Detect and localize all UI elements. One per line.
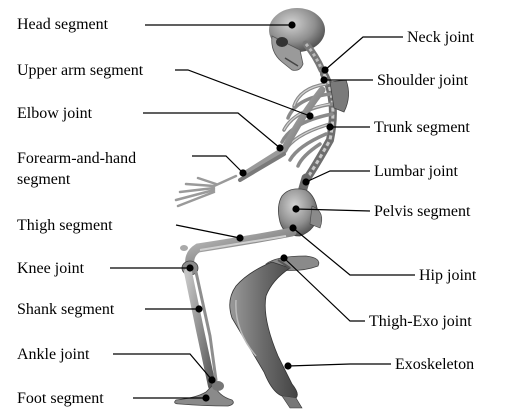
label-lumbar-joint: Lumbar joint bbox=[374, 162, 458, 181]
neck-vertebrae bbox=[306, 44, 322, 70]
label-elbow-joint: Elbow joint bbox=[17, 104, 92, 123]
label-shoulder-joint: Shoulder joint bbox=[377, 71, 468, 90]
label-thigh-exo-joint: Thigh-Exo joint bbox=[369, 312, 472, 331]
forearm bbox=[240, 150, 284, 180]
label-upper-arm-segment: Upper arm segment bbox=[17, 61, 143, 80]
foot-bones bbox=[175, 381, 234, 406]
label-forearm-hand-line2: segment bbox=[17, 170, 70, 189]
label-hip-joint: Hip joint bbox=[419, 266, 476, 285]
label-forearm-hand-line1: Forearm-and-hand bbox=[17, 149, 136, 168]
label-thigh-segment: Thigh segment bbox=[17, 216, 113, 235]
label-head-segment: Head segment bbox=[17, 15, 108, 34]
hand bbox=[176, 176, 236, 206]
label-shank-segment: Shank segment bbox=[17, 300, 114, 319]
label-trunk-segment: Trunk segment bbox=[374, 118, 470, 137]
label-neck-joint: Neck joint bbox=[407, 28, 474, 47]
label-pelvis-segment: Pelvis segment bbox=[374, 202, 470, 221]
label-knee-joint: Knee joint bbox=[17, 259, 84, 278]
label-exoskeleton: Exoskeleton bbox=[395, 355, 474, 374]
label-foot-segment: Foot segment bbox=[17, 389, 104, 408]
label-ankle-joint: Ankle joint bbox=[17, 345, 89, 364]
